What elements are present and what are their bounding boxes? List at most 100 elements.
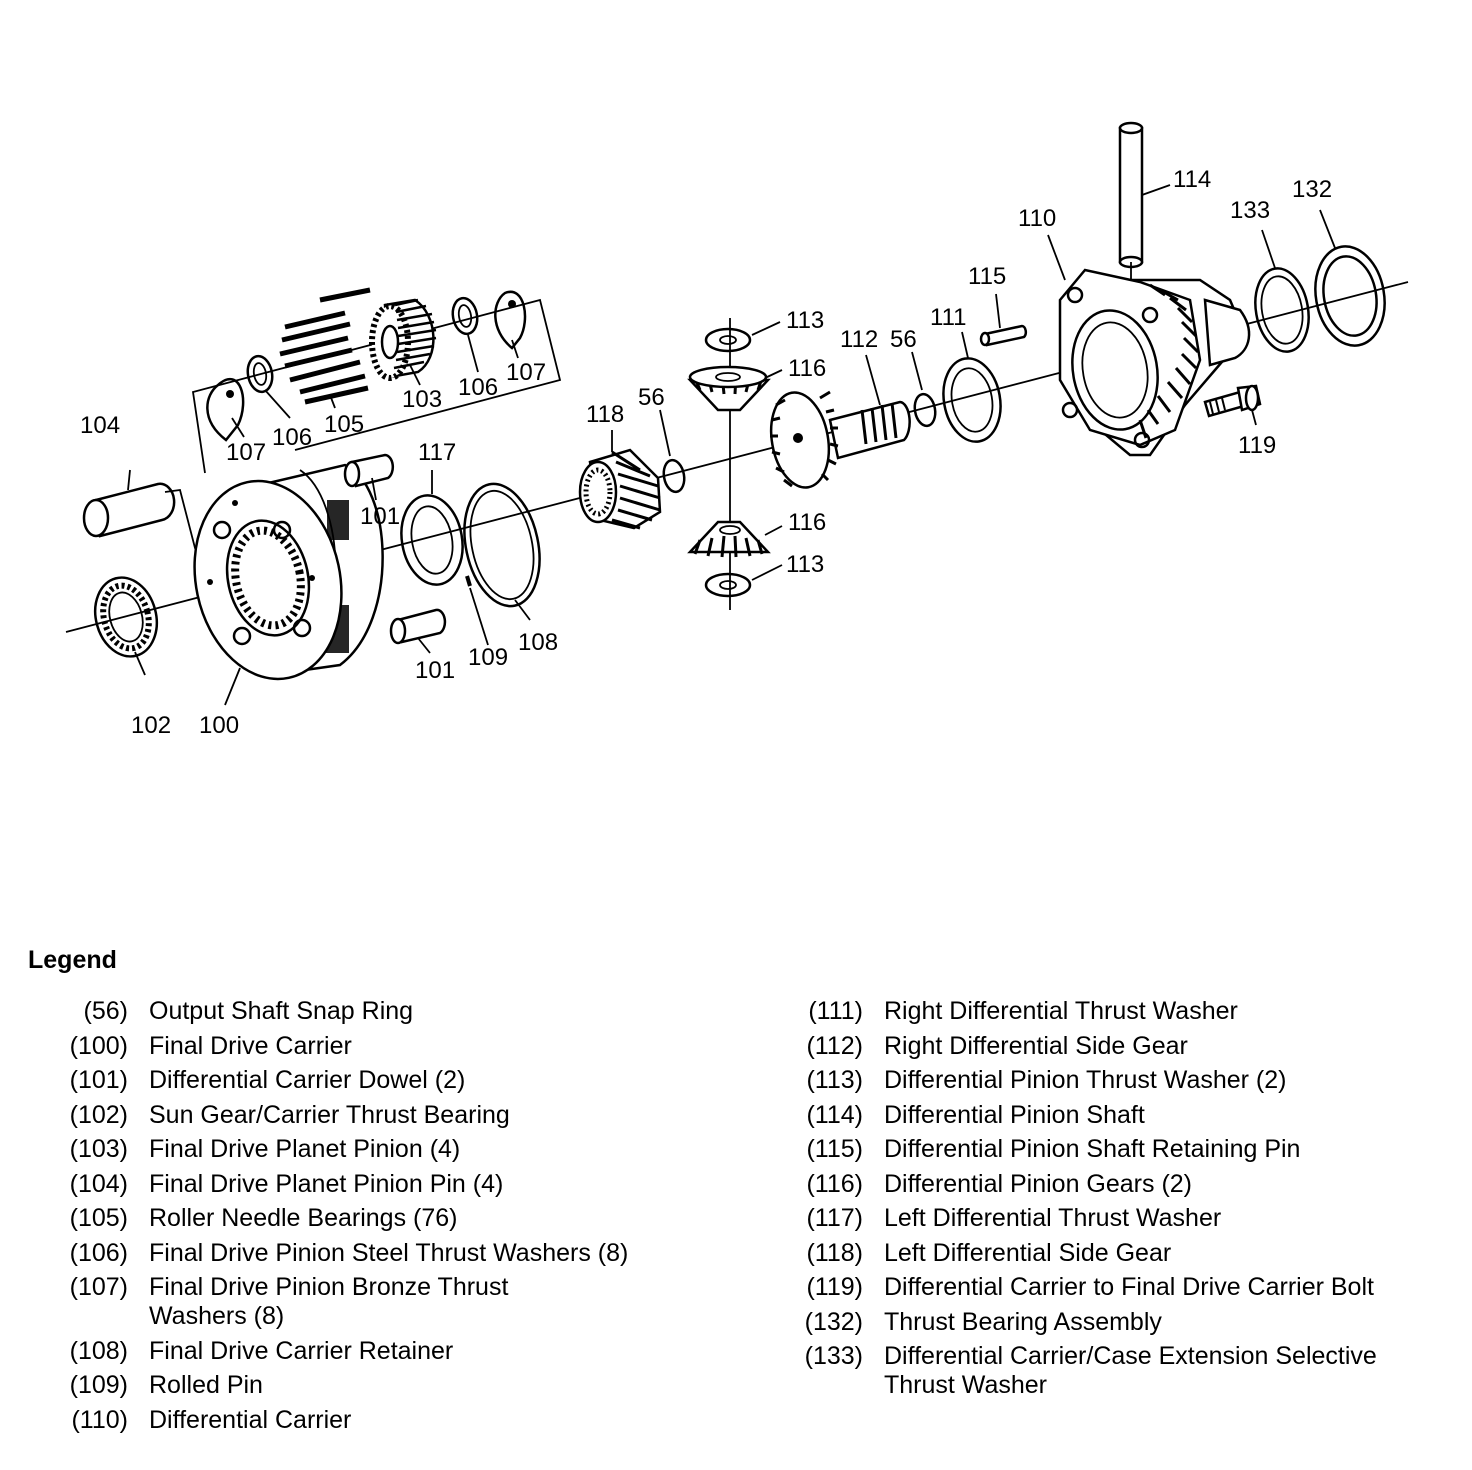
legend-item-description: Differential Pinion Gears (2): [884, 1169, 1193, 1198]
callout-118: 118: [586, 401, 624, 428]
part-107-bronze-washer-left: [206, 377, 245, 442]
exploded-parts-diagram: 104 102 100 107 106 105 103 106 107 117 …: [65, 121, 1409, 739]
part-108-carrier-retainer: [463, 482, 541, 608]
legend-item-number: (100): [69, 1031, 128, 1060]
legend-item-number: (106): [69, 1238, 128, 1267]
callout-119: 119: [1238, 432, 1276, 459]
legend-item: (106) Final Drive Pinion Steel Thrust Was…: [30, 1239, 750, 1268]
part-115-retaining-pin: [979, 324, 1028, 347]
part-110-differential-carrier: [1058, 268, 1251, 457]
part-132-thrust-bearing-assembly: [1314, 245, 1386, 347]
legend-item-number: (108): [69, 1336, 128, 1365]
legend-item: (114)Differential Pinion Shaft: [770, 1101, 1460, 1130]
legend-item-description: Right Differential Thrust Washer: [884, 997, 1238, 1025]
legend-item-description: Left Differential Thrust Washer: [884, 1204, 1222, 1232]
callout-132: 132: [1292, 176, 1332, 203]
part-101-dowel-lower: [389, 608, 447, 645]
legend-title: Legend: [28, 946, 117, 974]
part-109-rolled-pin: [465, 575, 472, 587]
callout-108: 108: [518, 629, 558, 656]
part-103-planet-pinion: [369, 298, 437, 381]
part-113-pinion-washer-upper: [704, 327, 752, 353]
legend-item: (103)Final Drive Planet Pinion (4): [30, 1135, 750, 1164]
callout-101-upper: 101: [360, 503, 400, 530]
legend-item: (113)Differential Pinion Thrust Washer (…: [770, 1066, 1460, 1095]
callout-104: 104: [80, 412, 120, 439]
callout-113-lower: 113: [786, 551, 824, 578]
legend-item-number: (117): [806, 1204, 863, 1232]
legend-item-description: Sun Gear/Carrier Thrust Bearing: [149, 1100, 510, 1129]
callout-labels: 104 102 100 107 106 105 103 106 107 117 …: [80, 166, 1332, 739]
callout-102: 102: [131, 712, 171, 739]
legend-item-description: Final Drive Carrier Retainer: [149, 1336, 454, 1365]
legend-item-number: (132): [804, 1307, 863, 1336]
legend-item-number: (112): [806, 1031, 863, 1060]
callout-117: 117: [418, 439, 456, 466]
legend-item: (116)Differential Pinion Gears (2): [770, 1170, 1460, 1199]
legend-item-description: Differential Carrier Dowel (2): [149, 1066, 466, 1094]
legend-item-description: Differential Carrier to Final Drive Carr…: [884, 1273, 1374, 1301]
legend-item-description: Final Drive Pinion Steel Thrust Washers …: [149, 1238, 629, 1267]
part-100-final-drive-carrier: [193, 463, 384, 681]
part-118-left-side-gear: [578, 448, 662, 530]
legend-item: (132) Thrust Bearing Assembly: [770, 1308, 1460, 1337]
legend-item-description: Output Shaft Snap Ring: [149, 997, 414, 1025]
legend-item-number: (107): [69, 1273, 128, 1301]
legend-item-number: (115): [806, 1135, 863, 1163]
pinion-group-bracket: [191, 298, 562, 474]
legend-item-number: (103): [69, 1135, 128, 1163]
callout-113-upper: 113: [786, 307, 824, 334]
legend-item: (115) Differential Pinion Shaft Retaining…: [770, 1135, 1460, 1164]
callout-116-upper: 116: [788, 355, 826, 382]
part-56-snap-ring-left: [662, 458, 686, 494]
legend-item: (56)Output Shaft Snap Ring: [30, 997, 750, 1026]
legend-item-description: Differential Carrier: [149, 1405, 352, 1434]
legend-item-number: (101): [69, 1066, 128, 1094]
legend-item: (112) Right Differential Side Gear: [770, 1032, 1460, 1061]
legend-item-description: Left Differential Side Gear: [884, 1238, 1172, 1267]
callout-56-right: 56: [890, 326, 917, 353]
legend-item-number: (104): [69, 1169, 128, 1198]
legend-item: (117) Left Differential Thrust Washer: [770, 1204, 1460, 1233]
legend-right-column: (111)Right Differential Thrust Washer (1…: [770, 997, 1460, 1406]
legend-item-description: Roller Needle Bearings (76): [149, 1204, 458, 1232]
part-113-pinion-washer-lower: [704, 572, 752, 598]
part-106-steel-washer-right: [451, 296, 479, 336]
callout-114: 114: [1173, 166, 1211, 193]
callout-112: 112: [840, 326, 878, 353]
callout-56-left: 56: [638, 384, 665, 411]
legend-item-number: (102): [69, 1100, 128, 1129]
legend-item-description: Right Differential Side Gear: [884, 1031, 1188, 1060]
legend-item: (101) Differential Carrier Dowel (2): [30, 1066, 750, 1095]
legend-item: (119) Differential Carrier to Final Drive…: [770, 1273, 1460, 1302]
legend-item: (104)Final Drive Planet Pinion Pin (4): [30, 1170, 750, 1199]
legend-item: (110)Differential Carrier: [30, 1406, 750, 1435]
legend-item: (109)Rolled Pin: [30, 1371, 750, 1400]
part-106-steel-washer-left: [246, 354, 274, 394]
legend-item: (102) Sun Gear/Carrier Thrust Bearing: [30, 1101, 750, 1130]
callout-110: 110: [1018, 205, 1056, 232]
legend-item-description: Final Drive Pinion Bronze Thrust Washers…: [149, 1273, 509, 1330]
legend-left-column: (56)Output Shaft Snap Ring (100)Final Dr…: [30, 997, 750, 1440]
part-112-right-side-gear: [769, 390, 911, 489]
callout-106-left: 106: [272, 424, 312, 451]
legend-item-description: Thrust Bearing Assembly: [884, 1307, 1162, 1336]
callout-111: 111: [930, 304, 966, 331]
legend-item: (133)Differential Carrier/Case Extension…: [770, 1342, 1460, 1400]
legend-item: (107) Final Drive Pinion Bronze Thrust Wa…: [30, 1273, 750, 1331]
legend-item-description: Rolled Pin: [149, 1371, 263, 1399]
legend-item-number: (119): [806, 1273, 863, 1301]
part-104-pinion-pin: [82, 482, 176, 538]
callout-133: 133: [1230, 197, 1270, 224]
legend-item-number: (133): [804, 1342, 863, 1370]
callout-116-lower: 116: [788, 509, 826, 536]
part-114-pinion-shaft: [1118, 121, 1144, 269]
part-116-pinion-gear-upper: [687, 365, 771, 412]
part-117-left-thrust-washer: [400, 494, 464, 586]
part-119-carrier-bolt: [1203, 384, 1262, 418]
part-101-dowel-upper: [343, 453, 395, 488]
callout-100: 100: [199, 712, 239, 739]
legend-item-number: (105): [69, 1204, 128, 1232]
legend-item-description: Differential Pinion Shaft Retaining Pin: [884, 1135, 1301, 1163]
legend-item: (100)Final Drive Carrier: [30, 1032, 750, 1061]
